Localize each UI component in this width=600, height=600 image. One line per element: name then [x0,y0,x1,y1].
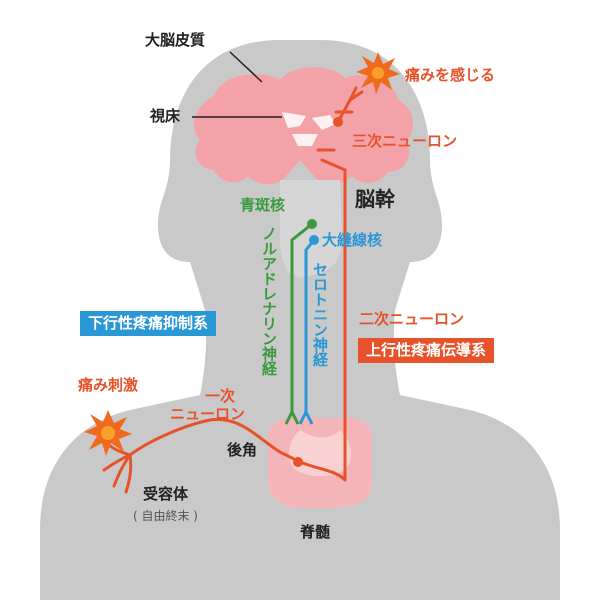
spinal-cord-shape [268,417,372,508]
second-neuron-line [320,158,347,482]
neuron-dot-icon [293,457,303,467]
label-cerebral-cortex: 大脳皮質 [145,31,206,49]
pain-burst-icon [84,410,132,456]
label-noradrenaline-nerve: ノルアドレナリン神経 [260,226,278,376]
label-serotonin-nerve: セロトニン神経 [311,262,329,367]
label-free-endings: ( 自由終末 ) [133,509,198,523]
body-silhouette [40,40,560,600]
label-locus-coeruleus: 青斑核 [240,196,286,214]
label-pain-stimulus: 痛み刺激 [78,376,139,394]
neuron-dot-icon [309,235,319,245]
label-third-neuron: 三次ニューロン [352,132,458,150]
label-feel-pain: 痛みを感じる [405,66,496,84]
label-thalamus: 視床 [150,107,181,125]
label-spinal-cord: 脊髄 [300,523,331,541]
label-brainstem: 脳幹 [355,187,395,211]
receptor-branches [102,442,133,494]
neuron-dot-icon [307,219,317,229]
label-raphe-magnus: 大縫線核 [322,231,383,249]
ascending-pathway [102,86,364,494]
first-neuron-line [128,417,347,482]
label-first-neuron-line1: 一次 [205,387,236,405]
label-descending-system: 下行性疼痛抑制系 [80,311,217,336]
pain-burst-icon [356,52,400,94]
label-ascending-system: 上行性疼痛伝導系 [358,338,495,363]
cerebral-cortex-shape [193,67,414,185]
neuron-dot-icon [333,117,343,127]
label-first-neuron-line2: ニューロン [170,405,246,423]
label-dorsal-horn: 後角 [227,441,258,459]
brainstem-shape [280,180,342,278]
thalamus-shape [282,112,336,146]
label-second-neuron: 二次ニューロン [359,310,465,328]
cortex-leader-line [229,51,263,83]
noradrenaline-pathway [284,222,313,425]
label-receptor: 受容体 [143,485,189,503]
